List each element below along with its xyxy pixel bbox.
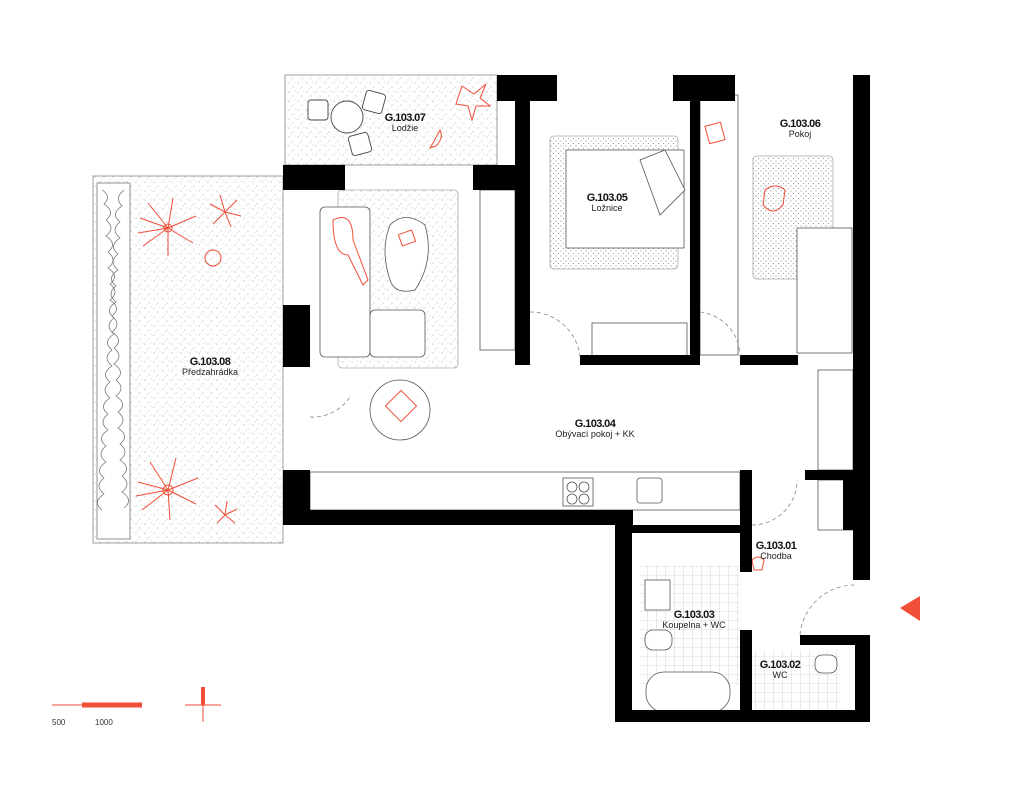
room-code: G.103.07	[384, 112, 426, 124]
room-code: G.103.08	[189, 356, 231, 368]
front-garden	[92, 175, 284, 544]
room-code: G.103.05	[586, 192, 628, 204]
room-name: Pokoj	[788, 129, 812, 139]
room-name: Předzahrádka	[181, 367, 239, 377]
scale-label-1000: 1000	[95, 718, 113, 727]
room-name: Lodžie	[391, 123, 419, 133]
plant-icon	[135, 194, 242, 524]
triangle-entrance-icon	[900, 596, 920, 621]
north-cross-icon	[185, 687, 221, 722]
room-code: G.103.06	[779, 118, 821, 130]
room-code: G.103.03	[673, 609, 715, 621]
scale-bar	[52, 702, 142, 708]
room-name: Ložnice	[591, 203, 623, 213]
plant-icon	[428, 83, 492, 149]
room-name: Obývací pokoj + KK	[555, 429, 635, 439]
room-name: Chodba	[760, 551, 792, 561]
walls	[283, 75, 870, 722]
door-swings	[309, 311, 856, 636]
room-code: G.103.02	[759, 659, 801, 671]
room-name: WC	[772, 670, 788, 680]
room-code: G.103.01	[755, 540, 797, 552]
accent-objects	[332, 121, 786, 571]
loggia-furniture	[307, 89, 387, 157]
scale-label-500: 500	[52, 718, 66, 727]
room-name: Koupelna + WC	[662, 620, 726, 630]
room-code: G.103.04	[574, 418, 616, 430]
